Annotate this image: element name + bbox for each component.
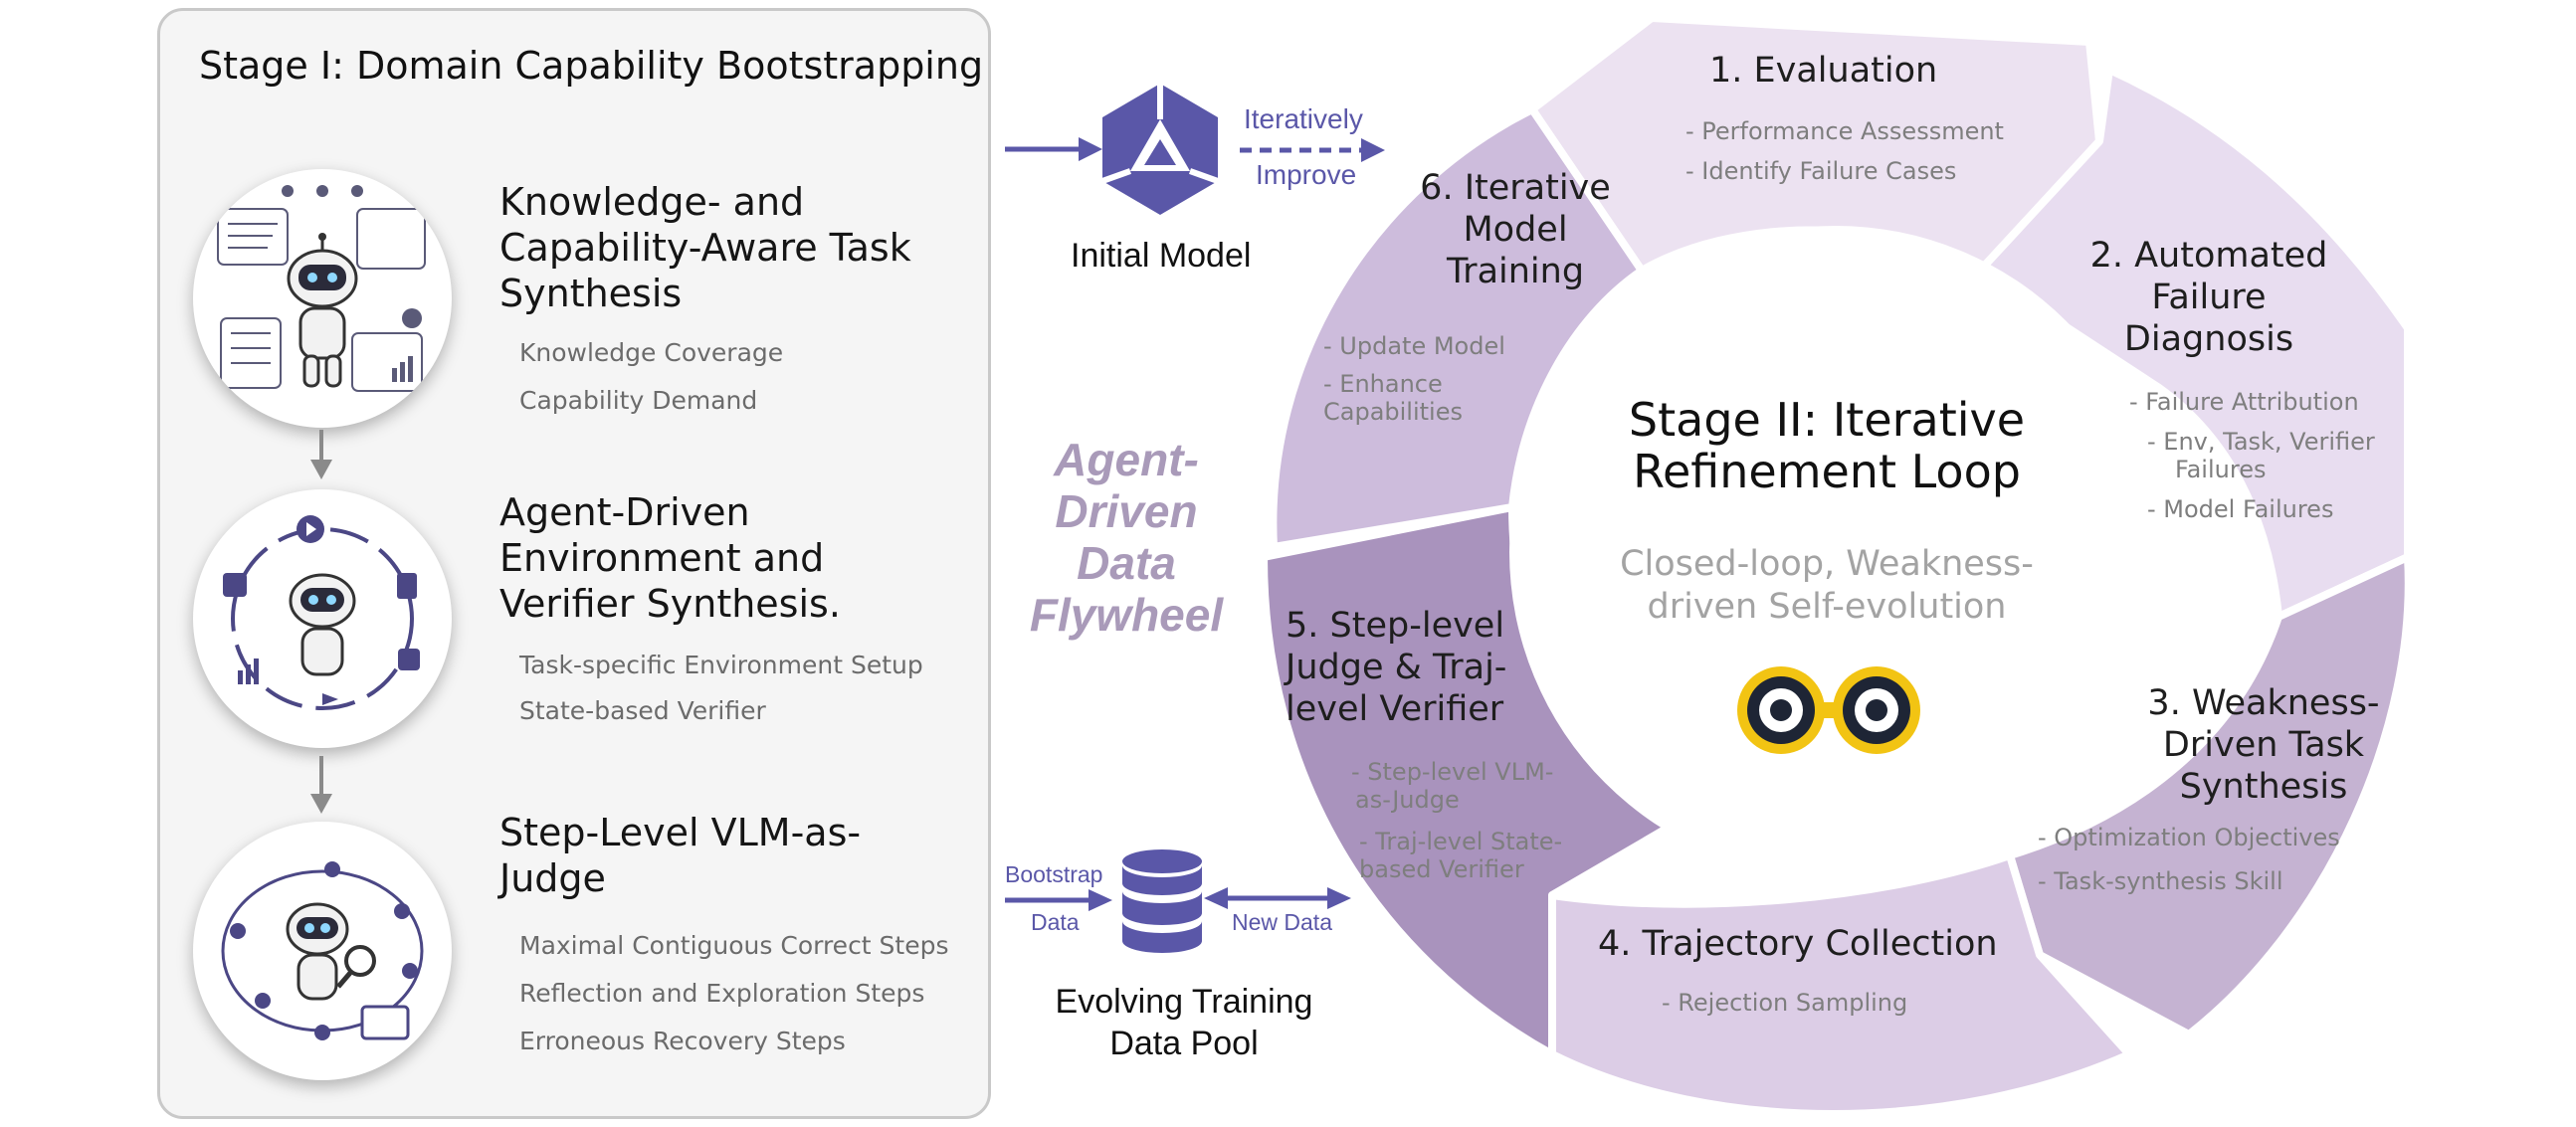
segment-3-task-synthesis (2006, 553, 2413, 1038)
segment-6-bullet-2: - Enhance (1323, 370, 1443, 398)
stage1-title: Stage I: Domain Capability Bootstrapping (199, 44, 984, 88)
segment-3-bullet-2: - Task-synthesis Skill (2038, 867, 2283, 895)
task-synthesis-illustration (193, 169, 452, 428)
segment-4-trajectory (1548, 851, 2133, 1118)
dashed-arrow-icon (1240, 138, 1385, 162)
segment-6-title: 6. Iterative Model Training (1420, 168, 1611, 291)
segment-4-title: 4. Trajectory Collection (1598, 924, 1998, 964)
initial-model-label: Initial Model (1071, 237, 1252, 275)
segment-5-bullet-2: as-Judge (1355, 786, 1460, 814)
training-pool-title: Evolving Training Data Pool (1055, 983, 1313, 1062)
segment-3-title: 3. Weakness-Driven Task Synthesis (2147, 683, 2380, 807)
segment-4-bullet-1: - Rejection Sampling (1662, 989, 1908, 1017)
segment-6-bullet-1: - Update Model (1323, 332, 1505, 360)
segment-2-bullet-4: - Model Failures (2147, 495, 2334, 523)
robot-icon (223, 515, 420, 715)
stage1-item-3-bullet-1: Maximal Contiguous Correct Steps (519, 931, 949, 960)
model-logo-icon (1100, 84, 1220, 215)
stage1-item-1-bullet-2: Capability Demand (519, 386, 758, 415)
new-data-label: New Data (1232, 909, 1332, 935)
bidirectional-arrow-icon (1204, 887, 1351, 909)
segment-2-bullet-2: - Env, Task, Verifier (2147, 428, 2375, 456)
segment-2-diagnosis (1976, 66, 2412, 621)
segment-6-bullet-3: Capabilities (1323, 398, 1463, 426)
stage1-item-2-heading: Agent-Driven Environment and Verifier Sy… (499, 490, 841, 626)
iteratively-label: Iteratively (1244, 103, 1363, 134)
segment-6-training (1269, 105, 1646, 551)
segment-2-bullet-3: Failures (2175, 456, 2267, 483)
down-arrow-icon (310, 756, 332, 814)
binoculars-logo-icon (1737, 666, 1920, 754)
bootstrap-data-label: Data (1031, 909, 1080, 935)
stage1-item-1-heading: Knowledge- and Capability-Aware Task Syn… (499, 180, 911, 315)
stage2-title: Stage II: Iterative Refinement Loop (1628, 393, 2026, 498)
improve-label: Improve (1256, 159, 1357, 190)
flywheel-label: Agent-Driven Data Flywheel (1029, 434, 1224, 641)
stage1-item-3-bullet-3: Erroneous Recovery Steps (519, 1027, 846, 1055)
segment-5-bullet-4: based Verifier (1359, 855, 1524, 883)
robot-icon (217, 185, 426, 392)
segment-1-title: 1. Evaluation (1709, 51, 1938, 91)
stage1-item-3-heading: Step-Level VLM-as-Judge (499, 811, 862, 900)
refinement-loop-ring (1260, 14, 2413, 1118)
stage1-item-2-bullet-1: Task-specific Environment Setup (519, 651, 923, 679)
segment-2-title: 2. Automated Failure Diagnosis (2089, 236, 2328, 359)
segment-5-title: 5. Step-level Judge & Traj-level Verifie… (1286, 606, 1507, 729)
segment-5-bullet-3: - Traj-level State- (1359, 828, 1563, 855)
segment-1-bullet-2: - Identify Failure Cases (1685, 157, 1957, 185)
down-arrow-icon (310, 430, 332, 479)
robot-icon (221, 861, 424, 1040)
stage2-subtitle: Closed-loop, Weakness-driven Self-evolut… (1620, 544, 2034, 627)
vlm-judge-illustration (193, 822, 452, 1080)
segment-1-bullet-1: - Performance Assessment (1685, 117, 2004, 145)
input-arrow-icon (1005, 137, 1102, 161)
stage1-item-2-bullet-2: State-based Verifier (519, 696, 766, 725)
segment-3-bullet-1: - Optimization Objectives (2038, 824, 2340, 851)
bootstrap-label: Bootstrap (1005, 861, 1103, 887)
bootstrap-arrow-icon (1005, 889, 1112, 911)
segment-2-bullet-1: - Failure Attribution (2129, 388, 2359, 416)
segment-5-bullet-1: - Step-level VLM- (1351, 758, 1554, 786)
database-icon (1122, 849, 1202, 953)
stage1-item-3-bullet-2: Reflection and Exploration Steps (519, 979, 925, 1008)
stage1-item-1-bullet-1: Knowledge Coverage (519, 338, 784, 367)
environment-synthesis-illustration (193, 489, 452, 748)
